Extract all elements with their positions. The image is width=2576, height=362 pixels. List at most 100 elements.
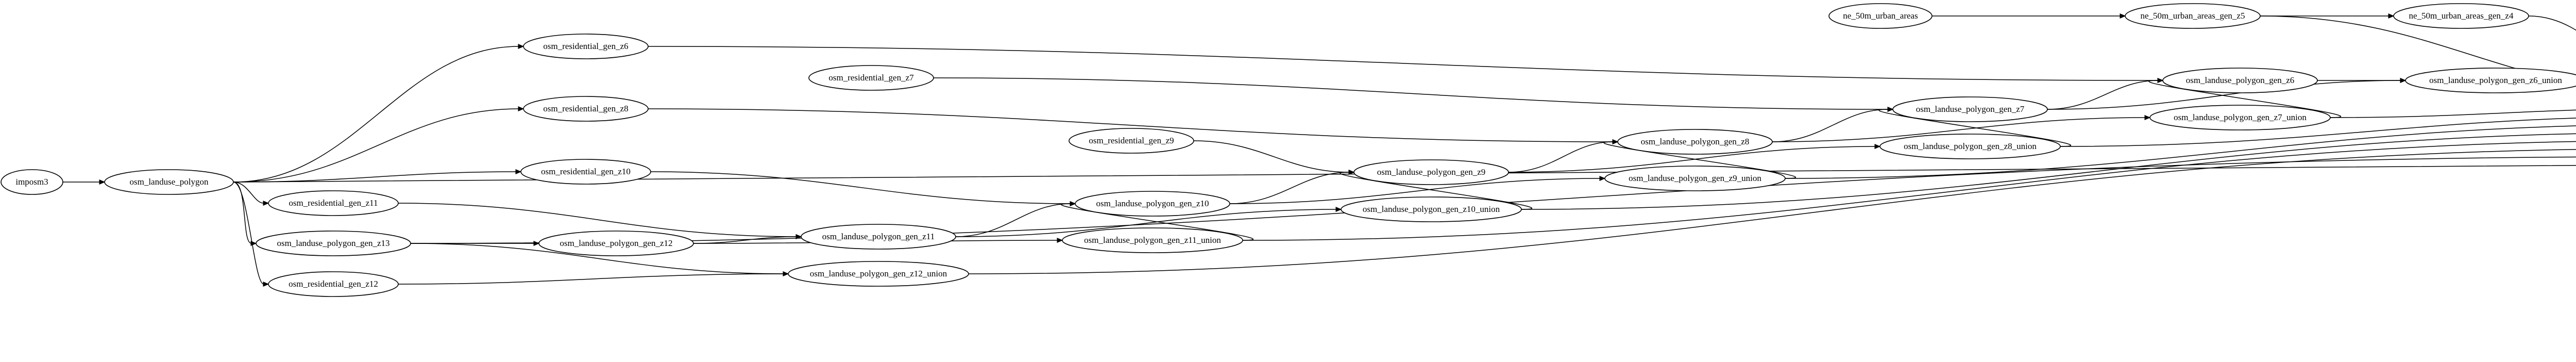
- graph-edge: [955, 203, 1071, 237]
- graph-edge: [968, 149, 2576, 274]
- arrow-head-icon: [1348, 170, 1355, 175]
- graph-edge: [648, 46, 2159, 81]
- node-ellipse[interactable]: [1353, 159, 1509, 185]
- graph-node[interactable]: osm_landuse_polygon_gen_z10: [1075, 191, 1230, 217]
- node-ellipse[interactable]: [523, 96, 649, 122]
- node-label: osm_residential_gen_z8: [543, 104, 628, 113]
- graph-node[interactable]: osm_landuse_polygon_gen_z9: [1353, 159, 1509, 185]
- node-ellipse[interactable]: [1075, 191, 1230, 217]
- graph-edge: [2528, 15, 2576, 31]
- node-ellipse[interactable]: [808, 65, 934, 91]
- arrow-head-icon: [1057, 238, 1063, 243]
- node-ellipse[interactable]: [104, 169, 234, 195]
- arrow-head-icon: [263, 282, 269, 287]
- graph-node[interactable]: osm_residential_gen_z6: [523, 34, 649, 59]
- graph-node[interactable]: osm_landuse_polygon_gen_z11: [801, 224, 956, 250]
- node-ellipse[interactable]: [268, 190, 399, 216]
- graph-edge: [2047, 80, 2401, 110]
- node-ellipse[interactable]: [520, 159, 651, 185]
- graph-node[interactable]: osm_landuse_polygon_gen_z11_union: [1062, 227, 1243, 253]
- node-ellipse[interactable]: [523, 34, 649, 59]
- node-label: imposm3: [15, 177, 48, 187]
- node-ellipse[interactable]: [538, 231, 694, 256]
- graph-node[interactable]: osm_landuse_polygon_gen_z8: [1617, 129, 1773, 155]
- node-ellipse[interactable]: [1879, 134, 2061, 159]
- graph-node[interactable]: osm_landuse_polygon_gen_z9_union: [1604, 166, 1786, 191]
- node-label: osm_landuse_polygon_gen_z12: [560, 238, 672, 248]
- graph-edge: [2260, 15, 2576, 84]
- arrow-head-icon: [795, 234, 802, 239]
- node-ellipse[interactable]: [1341, 196, 1522, 222]
- graph-node[interactable]: osm_residential_gen_z12: [268, 271, 399, 297]
- graph-node[interactable]: osm_landuse_polygon_gen_z8_union: [1879, 134, 2061, 159]
- graph-node[interactable]: ne_50m_urban_areas: [1828, 3, 1933, 29]
- graph-edge: [648, 108, 1614, 142]
- graph-node[interactable]: ne_50m_urban_areas_gen_z4: [2393, 3, 2529, 29]
- graph-edge: [233, 46, 519, 183]
- node-ellipse[interactable]: [2393, 3, 2529, 29]
- arrow-head-icon: [518, 44, 524, 49]
- arrow-head-icon: [99, 179, 106, 185]
- arrow-head-icon: [518, 106, 524, 111]
- node-ellipse[interactable]: [1069, 128, 1194, 154]
- node-ellipse[interactable]: [1617, 129, 1773, 155]
- arrow-head-icon: [263, 201, 269, 206]
- node-label: osm_landuse_polygon_gen_z9: [1377, 167, 1486, 177]
- graph-node[interactable]: osm_residential_gen_z8: [523, 96, 649, 122]
- graph-node[interactable]: osm_landuse_polygon_gen_z6: [2162, 68, 2318, 93]
- node-ellipse[interactable]: [1604, 166, 1786, 191]
- graph-node[interactable]: osm_landuse_polygon: [104, 169, 234, 195]
- graph-node[interactable]: osm_landuse_polygon_gen_z7: [1892, 96, 2048, 122]
- node-ellipse[interactable]: [2125, 3, 2261, 29]
- graph-edge: [2148, 80, 2342, 118]
- node-ellipse[interactable]: [1062, 227, 1243, 253]
- node-label: osm_landuse_polygon_gen_z8: [1641, 137, 1750, 146]
- node-ellipse[interactable]: [801, 224, 956, 250]
- graph-node[interactable]: osm_landuse_polygon_gen_z10_union: [1341, 196, 1522, 222]
- arrow-head-icon: [1612, 139, 1619, 144]
- node-ellipse[interactable]: [268, 271, 399, 297]
- node-ellipse[interactable]: [256, 231, 411, 256]
- graph-node[interactable]: osm_residential_gen_z9: [1069, 128, 1194, 154]
- graph-node[interactable]: osm_landuse_polygon_gen_z6_union: [2405, 68, 2576, 93]
- graph-node[interactable]: osm_residential_gen_z7: [808, 65, 934, 91]
- graph-node[interactable]: osm_residential_gen_z10: [520, 159, 651, 185]
- graph-edge: [2060, 118, 2576, 147]
- graph-node[interactable]: ne_50m_urban_areas_gen_z5: [2125, 3, 2261, 29]
- graph-edge: [410, 243, 784, 274]
- node-label: osm_landuse_polygon_gen_z7_union: [2174, 112, 2307, 122]
- node-ellipse[interactable]: [2405, 68, 2576, 93]
- graph-node[interactable]: osm_residential_gen_z11: [268, 190, 399, 216]
- graph-node[interactable]: osm_landuse_polygon_gen_z12: [538, 231, 694, 256]
- graph-node[interactable]: osm_landuse_polygon_gen_z12_union: [788, 261, 969, 287]
- graph-edge: [1340, 172, 1533, 210]
- graph-edge: [233, 182, 264, 285]
- graph-edge: [1229, 172, 1350, 204]
- node-label: osm_landuse_polygon_gen_z13: [277, 238, 389, 248]
- graph-node[interactable]: imposm3: [1, 169, 63, 195]
- graph-edge: [1242, 141, 2576, 241]
- node-ellipse[interactable]: [788, 261, 969, 287]
- node-label: osm_residential_gen_z6: [543, 41, 628, 51]
- node-label: ne_50m_urban_areas_gen_z5: [2141, 11, 2245, 21]
- node-ellipse[interactable]: [2149, 105, 2331, 130]
- arrow-head-icon: [1874, 144, 1881, 149]
- node-label: osm_landuse_polygon_gen_z6_union: [2429, 75, 2562, 85]
- graph-edge: [1061, 203, 1254, 241]
- graph-node[interactable]: osm_landuse_polygon_gen_z7_union: [2149, 105, 2331, 130]
- node-ellipse[interactable]: [1828, 3, 1933, 29]
- arrow-head-icon: [533, 241, 540, 246]
- node-label: ne_50m_urban_areas_gen_z4: [2409, 11, 2514, 21]
- node-ellipse[interactable]: [1892, 96, 2048, 122]
- graph-edge: [1229, 178, 1601, 204]
- graph-node[interactable]: osm_landuse_polygon_gen_z13: [256, 231, 411, 256]
- arrow-head-icon: [2120, 13, 2126, 19]
- node-label: osm_landuse_polygon_gen_z7: [1916, 104, 2025, 114]
- graph-edge: [233, 108, 519, 183]
- graph-edge: [1521, 133, 2576, 210]
- node-ellipse[interactable]: [1, 169, 63, 195]
- node-ellipse[interactable]: [2162, 68, 2318, 93]
- graph-edge: [1772, 109, 1889, 142]
